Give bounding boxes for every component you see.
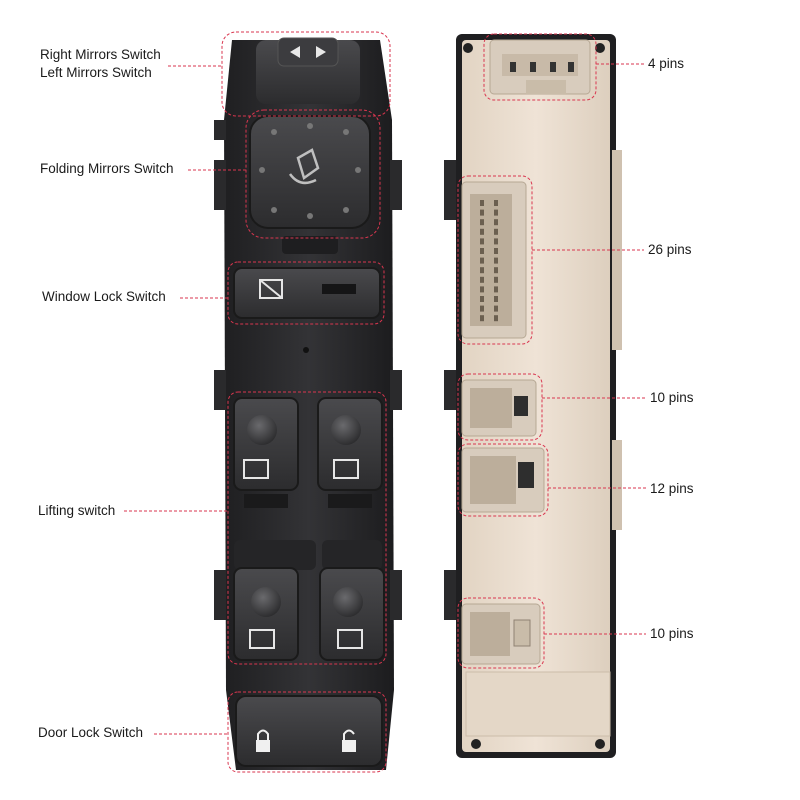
connector-pin xyxy=(494,248,498,254)
connector-10pin-lower xyxy=(461,603,541,665)
mirror-select-rocker xyxy=(277,37,339,67)
callout-box-window-lock xyxy=(227,261,385,325)
back-bottom-plate xyxy=(465,671,611,737)
connector-pin xyxy=(480,219,484,226)
connector-pin xyxy=(494,305,498,312)
callout-box-door-lock xyxy=(227,691,387,773)
connector-pin xyxy=(494,267,498,274)
window-lock-icon xyxy=(259,279,283,299)
folding-mirrors-pad xyxy=(249,115,371,229)
connector-pin xyxy=(494,296,498,302)
connector-pin xyxy=(494,228,498,235)
label-door-lock: Door Lock Switch xyxy=(38,725,144,740)
connector-10pin-upper xyxy=(461,379,537,437)
label-10-pins-upper: 10 pins xyxy=(650,390,694,405)
connector-pin xyxy=(494,219,498,226)
callout-box-10pin-upper xyxy=(457,373,543,441)
callout-box-26pin xyxy=(457,175,533,345)
connector-pin xyxy=(494,257,498,264)
window-icon xyxy=(249,629,275,649)
lock-closed-icon xyxy=(256,729,270,752)
callouts xyxy=(124,31,646,773)
connector-pin xyxy=(480,315,484,322)
connector-pin xyxy=(480,200,484,206)
connector-26pin xyxy=(461,181,527,339)
connector-pin xyxy=(480,238,484,245)
connector-pin xyxy=(480,286,484,293)
label-12-pins: 12 pins xyxy=(650,481,694,496)
pad-base xyxy=(282,236,338,254)
callout-box-lifting xyxy=(227,391,387,665)
connector-pin xyxy=(480,228,484,235)
callout-box-4pin xyxy=(483,33,597,101)
window-icon xyxy=(337,629,363,649)
side-tab xyxy=(390,570,402,620)
fold-mirror-icon xyxy=(288,148,320,185)
connector-pin xyxy=(480,267,484,274)
callout-box-10pin-lower xyxy=(457,597,545,669)
label-4-pins: 4 pins xyxy=(648,56,685,71)
door-lock-rocker xyxy=(235,695,383,767)
connector-pin xyxy=(494,276,498,283)
label-right-mirrors: Right Mirrors Switch xyxy=(40,47,161,62)
connector-pin xyxy=(480,296,484,302)
connector-pin xyxy=(494,200,498,206)
lifting-switch-row-top xyxy=(233,397,383,508)
label-26-pins: 26 pins xyxy=(648,242,692,257)
back-panel xyxy=(444,34,622,758)
connector-pin xyxy=(480,209,484,216)
connector-pin xyxy=(480,248,484,254)
side-tab xyxy=(214,160,226,210)
arrow-left-icon xyxy=(290,46,300,58)
side-tab xyxy=(214,370,226,410)
connector-12pin xyxy=(461,447,545,513)
front-panel xyxy=(214,37,402,770)
window-icon xyxy=(243,459,269,479)
callout-box-folding xyxy=(245,109,381,239)
connector-pin xyxy=(480,276,484,283)
side-tab xyxy=(214,120,226,140)
mount-hole xyxy=(303,347,309,353)
label-left-mirrors: Left Mirrors Switch xyxy=(40,65,152,80)
arrow-right-icon xyxy=(316,46,326,58)
window-icon xyxy=(333,459,359,479)
label-10-pins-lower: 10 pins xyxy=(650,626,694,641)
connector-pin xyxy=(494,209,498,216)
callout-box-mirrors xyxy=(221,31,391,117)
connector-pin xyxy=(480,305,484,312)
label-mirrors-switch: Right Mirrors Switch Left Mirrors Switch xyxy=(40,46,161,82)
connector-pin xyxy=(480,257,484,264)
side-tab xyxy=(214,570,226,620)
lock-open-icon xyxy=(342,729,356,752)
side-tab xyxy=(390,160,402,210)
label-folding-mirrors: Folding Mirrors Switch xyxy=(40,161,174,176)
connector-pin xyxy=(494,315,498,322)
label-lifting-switch: Lifting switch xyxy=(38,503,116,518)
connector-4pin xyxy=(489,39,591,95)
label-window-lock: Window Lock Switch xyxy=(42,289,166,304)
connector-pin xyxy=(494,286,498,293)
side-tab xyxy=(390,370,402,410)
window-lock-button xyxy=(233,267,381,319)
lifting-switch-row-bottom xyxy=(233,540,385,661)
window-lock-indicator xyxy=(322,284,356,294)
callout-box-12pin xyxy=(457,443,549,517)
connector-pin xyxy=(494,238,498,245)
